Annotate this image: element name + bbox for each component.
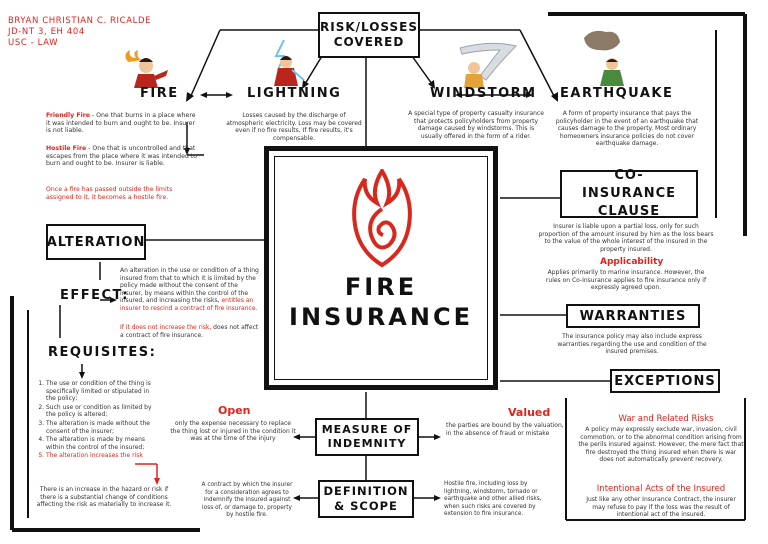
definition-text: A contract by which the insurer for a co… [201,482,293,519]
exceptions-box: EXCEPTIONS [610,369,720,393]
earthquake-heading: EARTHQUAKE [560,86,674,101]
center-title-line2: INSURANCE [289,303,473,331]
requisite-item: Such use or condition as limited by the … [46,404,160,419]
alteration-box: ALTERATION [46,224,146,260]
scope-text: Hostile fire, including loss by lightnin… [444,481,542,518]
author-name: BRYAN CHRISTIAN C. RICALDE [8,16,152,26]
measure-of-indemnity-box: MEASURE OF INDEMNITY [315,418,419,456]
effect-text-rescind: entitles an insurer to rescind a contrac… [120,297,258,312]
requisite-item: The alteration is made by means within t… [46,436,160,451]
war-text: A policy may expressly exclude war, inva… [578,426,744,464]
author-block: BRYAN CHRISTIAN C. RICALDE JD-NT 3, EH 4… [8,16,151,49]
warranties-box: WARRANTIES [566,304,700,328]
friendly-fire-term: Friendly Fire [46,112,90,119]
fire-insurance-center: FIRE INSURANCE [264,146,498,390]
effect-text-no-effect: does not affect a contract of fire insur… [120,324,259,339]
hostile-fire-note: Once a fire has passed outside the limit… [46,186,173,201]
lightning-text: Losses caused by the discharge of atmosp… [226,112,362,142]
hostile-fire-desc: - One that is uncontrolled and that esca… [46,145,198,168]
effect-text-main: An alteration in the use or condition of… [120,267,259,305]
friendly-fire-text: Friendly Fire - One that burns in a plac… [46,112,198,135]
lightning-character-icon [274,40,305,86]
requisites-label: REQUISITES: [48,345,157,360]
friendly-fire-desc: - One that burns in a place where it was… [46,112,196,135]
fire-heading: FIRE [140,86,179,101]
center-title-line1: FIRE [344,273,418,301]
requisites-list: The use or condition of the thing is spe… [34,380,160,461]
author-class: JD-NT 3, EH 404 [8,27,85,37]
intentional-heading: Intentional Acts of the Insured [596,484,726,494]
effect-label: EFFECT: [60,288,129,303]
hostile-fire-term: Hostile Fire [46,145,87,152]
open-text: only the expense necessary to replace th… [170,420,296,443]
applicability-text: Applies primarily to marine insurance. H… [545,269,707,292]
earthquake-text: A form of property insurance that pays t… [555,110,699,148]
effect-text-no-increase: If it does not increase the risk, [120,324,212,331]
effect-text-2: If it does not increase the risk, does n… [120,324,260,339]
applicability-heading: Applicability [600,257,664,267]
risk-increase-note: There is an increase in the hazard or ri… [36,486,172,509]
fire-nation-emblem-icon [352,169,412,268]
risk-losses-box: RISK/LOSSES COVERED [318,12,420,58]
war-heading: War and Related Risks [618,414,714,424]
author-school: USC - LAW [8,38,59,48]
coinsurance-text: Insurer is liable upon a partial loss, o… [538,223,714,253]
warranties-text: The insurance policy may also include ex… [557,333,707,356]
requisite-item: The use or condition of the thing is spe… [46,380,160,403]
earthquake-character-icon [584,30,624,86]
requisite-item: The alteration increases the risk [46,452,160,460]
coinsurance-box: CO-INSURANCE CLAUSE [560,168,698,219]
definition-scope-box: DEFINITION & SCOPE [318,480,414,518]
hostile-fire-text: Hostile Fire - One that is uncontrolled … [46,145,198,168]
windstorm-character-icon [459,42,517,88]
windstorm-text: A special type of property casualty insu… [408,110,544,140]
valued-heading: Valued [508,406,551,419]
windstorm-heading: WINDSTORM [430,86,537,101]
fire-character-icon [125,50,168,88]
open-heading: Open [218,404,251,417]
lightning-heading: LIGHTNING [247,86,342,101]
requisite-item: The alteration is made without the conse… [46,420,160,435]
valued-text: the parties are bound by the valuation, … [446,422,564,437]
effect-text: An alteration in the use or condition of… [120,267,260,313]
intentional-text: Just like any other Insurance Contract, … [586,496,736,519]
